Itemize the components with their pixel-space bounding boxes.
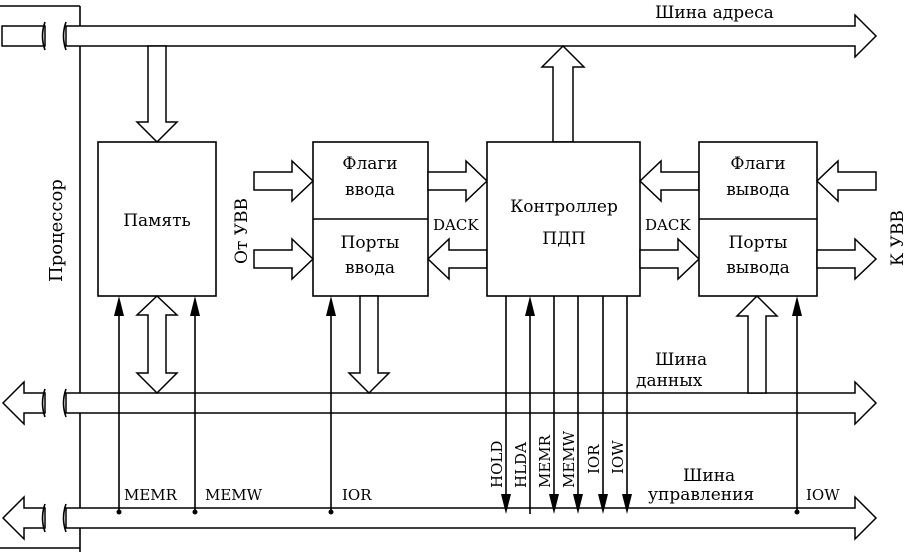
memory-data-bidir-arrow: [135, 294, 179, 395]
ior-label: IOR: [342, 486, 372, 504]
ior-vertical-label: IOR: [585, 444, 603, 474]
dma-to-address-arrow: [540, 44, 586, 143]
input-flags-label-line1: Флаги: [342, 154, 397, 174]
dack-right-label: DACK: [645, 216, 691, 234]
dma-control-lines: [501, 296, 632, 514]
to-io-label: К УВВ: [888, 210, 906, 266]
processor-label: Процессор: [46, 179, 67, 282]
hlda-label: HLDA: [512, 442, 530, 488]
processor-frame: [0, 5, 81, 552]
dma-controller-block: [486, 141, 641, 297]
to-output-flags-arrow: [815, 159, 877, 203]
input-ports-label-line1: Порты: [341, 233, 400, 253]
input-flags-to-dma-arrow: [427, 159, 489, 203]
memory-block: [97, 141, 217, 297]
address-to-memory-arrow: [135, 45, 179, 144]
output-flags-to-dma-arrow: [638, 159, 700, 203]
dack-left-label: DACK: [433, 216, 479, 234]
dma-controller-label-line1: Контроллер: [510, 197, 618, 217]
memr-label: MEMR: [124, 486, 178, 504]
control-bus-label-line1: Шина: [683, 466, 735, 486]
control-bus: [1, 495, 878, 541]
input-ports-to-data-arrow: [347, 295, 391, 395]
output-ports-label-line1: Порты: [729, 233, 788, 253]
memr-vertical-label: MEMR: [536, 434, 554, 488]
from-io-to-ports-arrow: [253, 237, 315, 281]
from-io-label: От УВВ: [232, 198, 252, 264]
output-flags-label-line1: Флаги: [730, 154, 785, 174]
hold-label: HOLD: [488, 441, 506, 488]
from-io-to-flags-arrow: [253, 159, 315, 203]
output-ports-label-line2: вывода: [726, 258, 790, 278]
iow-label: IOW: [806, 486, 840, 504]
input-flags-label-line2: ввода: [345, 180, 395, 200]
address-bus: [1, 13, 878, 59]
memw-vertical-label: MEMW: [560, 430, 578, 488]
memw-arrow: [190, 296, 200, 316]
output-flags-label-line2: вывода: [726, 180, 790, 200]
iow-vertical-label: IOW: [609, 440, 627, 474]
output-ports-to-io-arrow: [816, 237, 878, 281]
ior-arrow: [326, 296, 336, 316]
data-bus-label-line1: Шина: [655, 350, 707, 370]
memory-label: Память: [123, 211, 191, 231]
control-bus-label-line2: управления: [648, 485, 754, 505]
dma-controller-label-line2: ПДП: [542, 229, 585, 249]
input-ports-label-line2: ввода: [345, 258, 395, 278]
memw-label: MEMW: [205, 486, 263, 504]
memr-arrow: [114, 296, 124, 316]
address-bus-label: Шина адреса: [655, 3, 774, 23]
data-to-output-ports-arrow: [735, 294, 779, 394]
dma-to-output-ports-arrow: [639, 237, 701, 281]
iow-arrow: [792, 296, 802, 316]
dma-to-input-ports-arrow: [426, 237, 488, 281]
data-bus-label-line2: данных: [636, 371, 703, 391]
data-bus: [1, 380, 878, 426]
